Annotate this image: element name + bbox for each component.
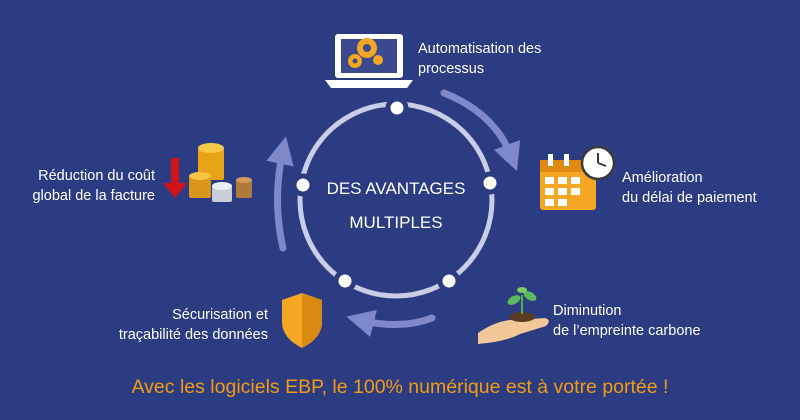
hand-sprout-icon: [478, 287, 549, 344]
ring-node-left: [291, 173, 315, 197]
label-paiement-line2: du délai de paiement: [622, 190, 757, 206]
label-automatisation-line2: processus: [418, 61, 485, 77]
center-title: DES AVANTAGES MULTIPLES: [296, 172, 496, 240]
laptop-gears-icon: [325, 34, 413, 88]
label-reduction-line2: global de la facture: [32, 188, 155, 204]
ring-node-right: [478, 171, 502, 195]
label-carbone: Diminution de l’empreinte carbone: [553, 301, 701, 341]
label-carbone-line2: de l’empreinte carbone: [553, 323, 701, 339]
label-paiement: Amélioration du délai de paiement: [622, 168, 757, 208]
center-title-line1: DES AVANTAGES: [326, 179, 466, 198]
label-reduction: Réduction du coût global de la facture: [20, 166, 155, 206]
label-securisation: Sécurisation et traçabilité des données: [100, 305, 268, 345]
shield-icon: [282, 293, 322, 348]
arrow-left: [266, 136, 294, 252]
label-securisation-line2: traçabilité des données: [118, 327, 268, 343]
arrow-top-right: [440, 89, 521, 172]
label-automatisation: Automatisation des processus: [418, 39, 541, 79]
center-title-line2: MULTIPLES: [349, 213, 443, 232]
label-carbone-line1: Diminution: [553, 303, 622, 319]
arrow-bottom: [346, 309, 436, 337]
ring-node-bottom-right: [437, 269, 461, 293]
coins-arrow-down-icon: [163, 143, 252, 202]
footer-tagline: Avec les logiciels EBP, le 100% numériqu…: [131, 376, 669, 398]
label-reduction-line1: Réduction du coût: [38, 168, 155, 184]
label-securisation-line1: Sécurisation et: [172, 307, 268, 323]
label-paiement-line1: Amélioration: [622, 170, 703, 186]
calendar-clock-icon: [540, 145, 616, 210]
ring-node-top: [385, 96, 409, 120]
ring-node-bottom-left: [333, 269, 357, 293]
label-automatisation-line1: Automatisation des: [418, 41, 542, 57]
